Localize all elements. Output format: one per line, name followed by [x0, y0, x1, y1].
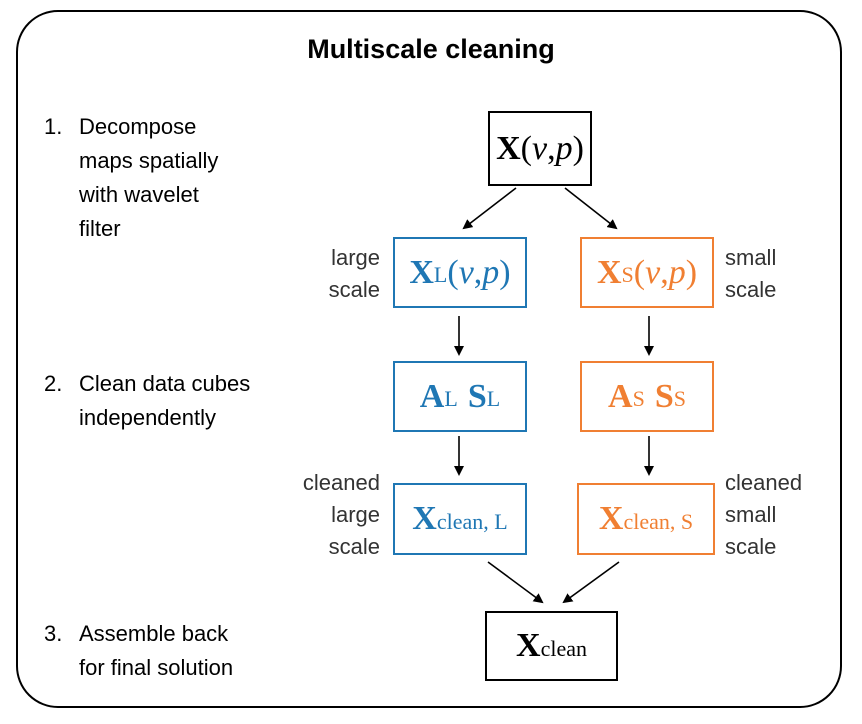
label-line: cleaned [302, 470, 380, 495]
label-line: scale [725, 534, 777, 559]
label-large-scale: large scale [300, 242, 380, 306]
symbol-s: S [654, 377, 674, 415]
label-line: large [331, 245, 380, 270]
nu-symbol: ν [531, 129, 548, 167]
diagram-title: Multiscale cleaning [307, 34, 555, 64]
subscript: S [621, 262, 634, 287]
step-1: 1. Decompose maps spatially with wavelet… [44, 110, 304, 250]
label-small-scale: small scale [725, 242, 805, 306]
symbol-x: X [596, 253, 622, 291]
arrow-input-to-large [462, 187, 517, 230]
arrow-clean-large-to-final [487, 561, 544, 604]
comma: , [660, 253, 669, 291]
paren: ) [499, 253, 511, 291]
step-2-number: 2. [44, 371, 63, 396]
paren: ) [685, 253, 698, 291]
label-line: cleaned [725, 470, 803, 495]
step-2-line: Clean data cubes [79, 371, 251, 396]
symbol-s: S [467, 377, 487, 415]
symbol-x: X [409, 253, 434, 291]
label-cleaned-small-scale: cleaned small scale [725, 467, 825, 563]
symbol-x: X [412, 500, 437, 537]
label-line: small [725, 502, 777, 527]
paren: ( [447, 253, 459, 291]
arrow-clean-small-to-final [562, 561, 620, 604]
subscript: L [444, 386, 458, 411]
paren: ) [572, 129, 584, 167]
p-symbol: p [482, 253, 500, 291]
step-3-text: Assemble back for final solution [79, 617, 233, 685]
p-symbol: p [555, 129, 573, 167]
symbol-a: A [419, 377, 445, 415]
label-cleaned-large-scale: cleaned large scale [280, 467, 380, 563]
label-line: scale [328, 534, 380, 559]
label-line: small [725, 245, 777, 270]
diagram-frame [16, 10, 842, 708]
step-2-line: independently [79, 405, 217, 430]
comma: , [547, 129, 556, 167]
arrow-input-to-small [564, 187, 618, 230]
symbol-a: A [608, 377, 633, 415]
step-3-line: Assemble back [79, 621, 229, 646]
subscript: L [486, 386, 501, 411]
step-2-text: Clean data cubes independently [79, 367, 250, 435]
paren: ( [520, 129, 532, 167]
step-1-line: with wavelet [79, 182, 199, 207]
step-1-line: filter [79, 216, 121, 241]
input-box: X(ν,p) [488, 111, 592, 186]
label-line: large [331, 502, 380, 527]
step-3-line: for final solution [79, 655, 234, 680]
step-1-number: 1. [44, 114, 63, 139]
comma: , [473, 253, 483, 291]
nu-symbol: ν [645, 253, 661, 291]
p-symbol: p [668, 253, 686, 291]
step-1-line: maps spatially [79, 148, 219, 173]
step-1-line: Decompose [79, 114, 197, 139]
subscript: L [433, 262, 448, 287]
nu-symbol: ν [458, 253, 474, 291]
symbol-x: X [516, 627, 541, 664]
subscript: clean [540, 636, 587, 661]
label-line: scale [725, 277, 777, 302]
subscript: clean, L [436, 509, 508, 534]
paren: ( [633, 253, 646, 291]
step-3: 3. Assemble back for final solution [44, 617, 324, 687]
subscript: S [632, 386, 645, 411]
step-2: 2. Clean data cubes independently [44, 367, 324, 437]
step-1-text: Decompose maps spatially with wavelet fi… [79, 110, 218, 246]
step-3-number: 3. [44, 621, 63, 646]
subscript: clean, S [623, 509, 694, 534]
label-line: scale [328, 277, 380, 302]
symbol-x: X [496, 129, 521, 167]
subscript: S [673, 386, 686, 411]
symbol-x: X [598, 500, 624, 537]
